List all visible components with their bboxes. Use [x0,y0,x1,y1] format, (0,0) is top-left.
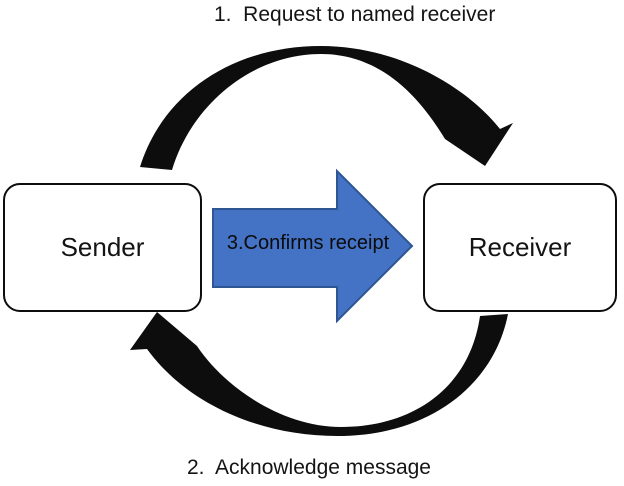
receiver-node-label: Receiver [468,232,572,262]
acknowledge-curved-arrow [130,312,508,436]
step-label-request: 1. Request to named receiver [214,3,496,26]
step-label-acknowledge: 2. Acknowledge message [187,456,431,479]
sender-node-label: Sender [60,232,145,262]
receiver-node: Receiver [423,183,617,312]
confirms-receipt-arrow [212,168,414,324]
confirms-receipt-label: 3.Confirms receipt [226,232,390,254]
sender-node: Sender [3,183,202,312]
request-curved-arrow [140,46,513,170]
